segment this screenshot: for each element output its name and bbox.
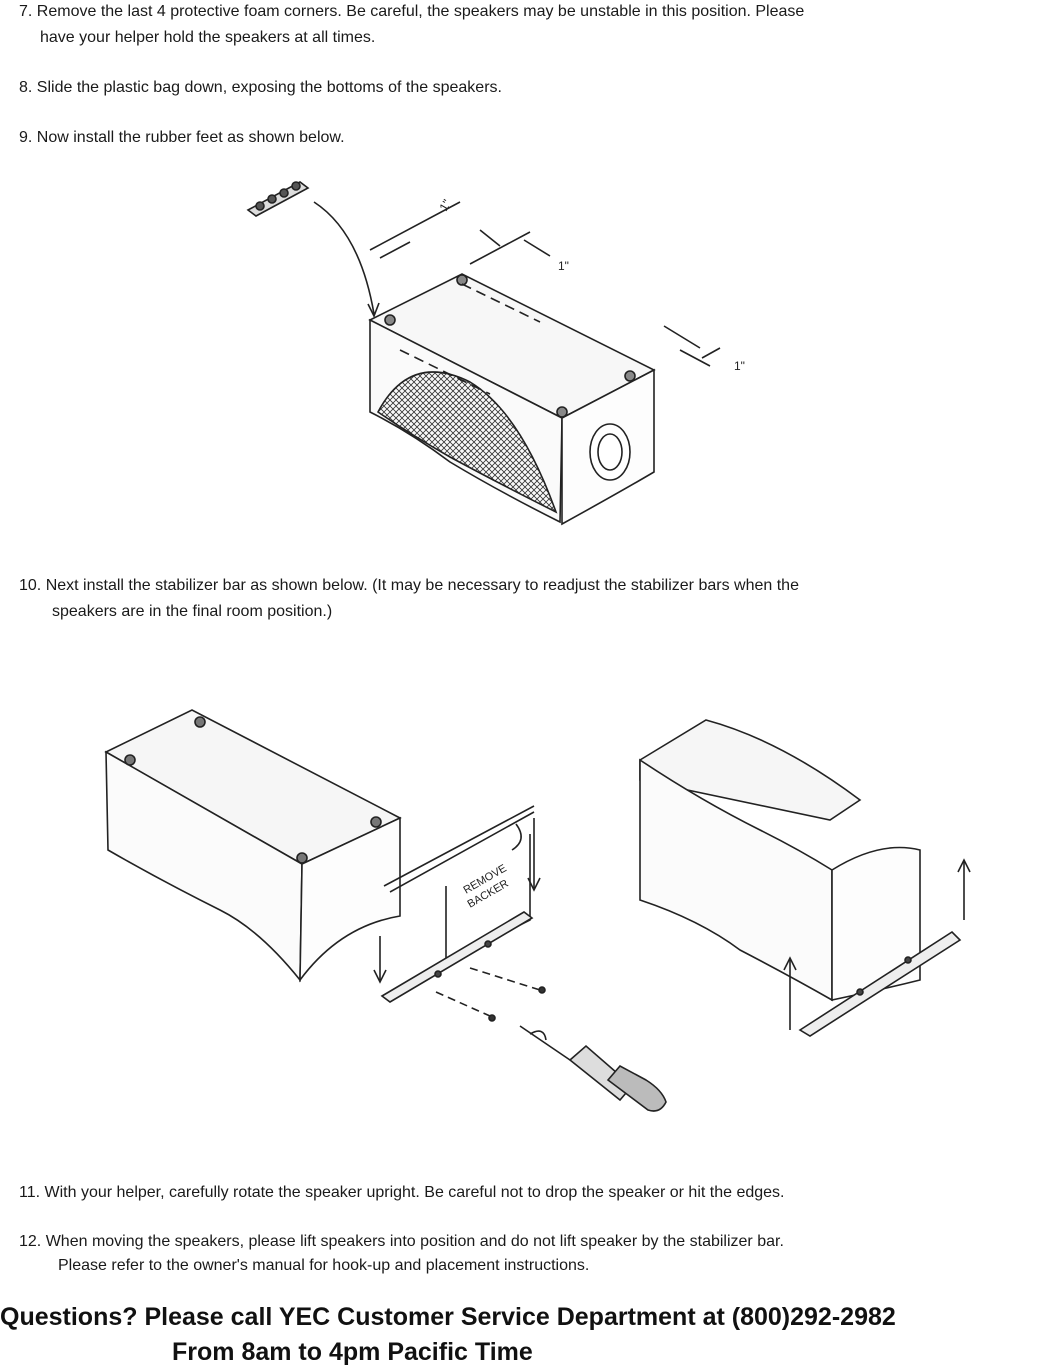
step-12-continuation: Please refer to the owner's manual for h… <box>58 1257 590 1274</box>
step-number: 9. <box>19 129 33 146</box>
step-number: 12. <box>19 1233 42 1250</box>
step-number: 8. <box>19 79 33 96</box>
step-text: Next install the stabilizer bar as shown… <box>45 577 799 594</box>
step-7-continuation: have your helper hold the speakers at al… <box>40 29 376 46</box>
dimension-label: 1" <box>558 259 569 273</box>
step-11: 11. With your helper, carefully rotate t… <box>19 1181 785 1205</box>
step-number: 11. <box>19 1184 41 1201</box>
stabilizer-bar-diagram: REMOVE BACKER <box>104 709 971 1112</box>
rubber-feet-strip-icon <box>246 181 310 217</box>
left-speaker-end <box>299 816 401 983</box>
step-number: 7. <box>19 3 33 20</box>
step-10: 10. Next install the stabilizer bar as s… <box>19 574 799 598</box>
step-8: 8. Slide the plastic bag down, exposing … <box>19 76 502 100</box>
step-12: 12. When moving the speakers, please lif… <box>19 1230 784 1254</box>
dimension-label: 1" <box>734 359 745 373</box>
contact-line: Questions? Please call YEC Customer Serv… <box>0 1303 896 1331</box>
step-text: Slide the plastic bag down, exposing the… <box>36 79 502 96</box>
step-text: Remove the last 4 protective foam corner… <box>36 3 805 20</box>
stabilizer-bar <box>380 911 534 1003</box>
right-speaker-end <box>831 846 921 1001</box>
curved-arrow-icon <box>313 201 375 315</box>
step-text: With your helper, carefully rotate the s… <box>44 1184 785 1201</box>
screwdriver-icon <box>519 1025 667 1112</box>
speaker-port-icon <box>589 423 631 481</box>
rubber-feet-diagram: 1" 1" 1" <box>246 181 745 526</box>
step-text: When moving the speakers, please lift sp… <box>45 1233 784 1250</box>
step-number: 10. <box>19 577 42 594</box>
step-10-continuation: speakers are in the final room position.… <box>52 603 333 620</box>
step-text: Now install the rubber feet as shown bel… <box>36 129 345 146</box>
speaker-grille <box>376 371 558 514</box>
dimension-label: 1" <box>436 197 454 213</box>
left-speaker-side <box>105 750 303 983</box>
step-7: 7. Remove the last 4 protective foam cor… <box>19 0 804 24</box>
right-speaker-top <box>639 719 862 821</box>
step-9: 9. Now install the rubber feet as shown … <box>19 126 345 150</box>
hours-line: From 8am to 4pm Pacific Time <box>172 1338 533 1366</box>
